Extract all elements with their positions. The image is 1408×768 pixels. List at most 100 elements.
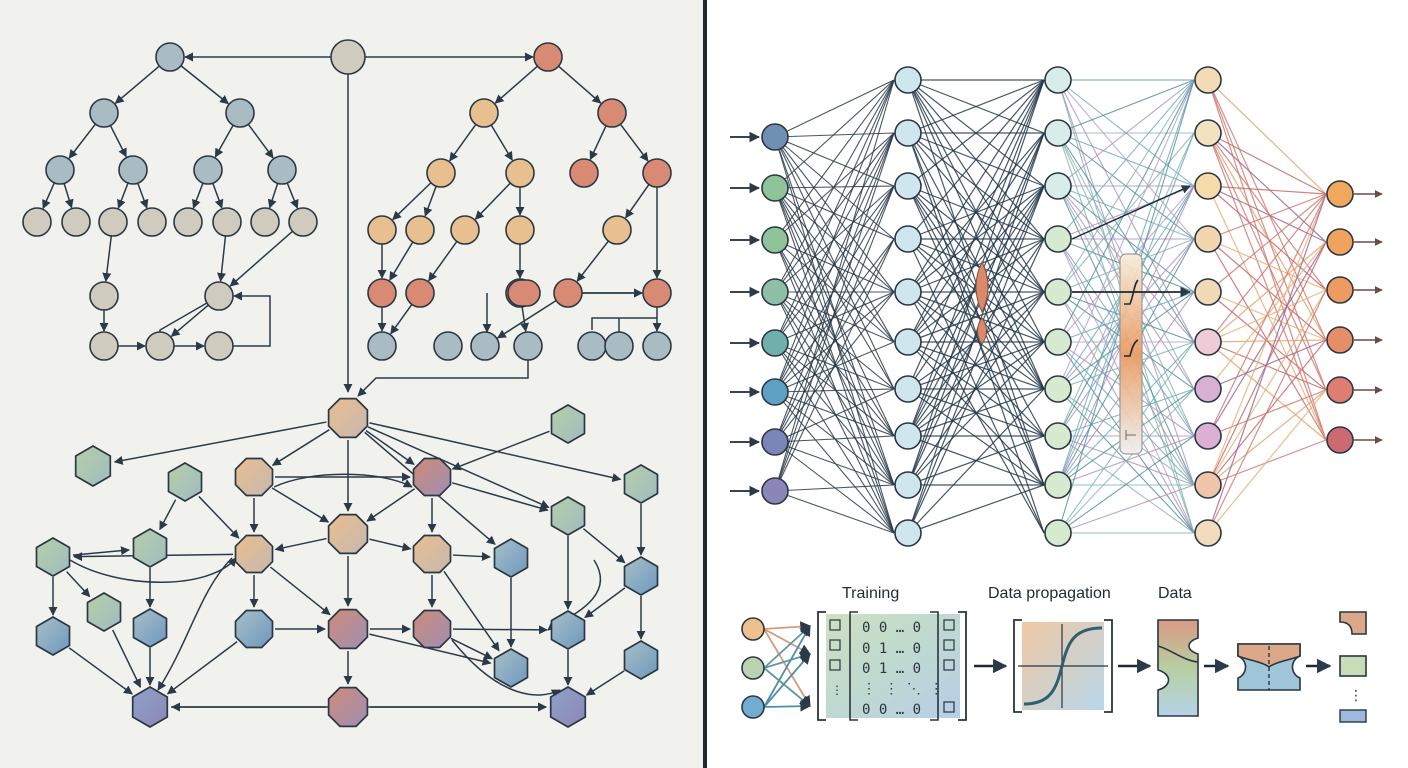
pipeline-strip: Training Data propagation Data ⋮ 0 0 … 0…: [741, 585, 1367, 723]
hidden-neuron-layer-1: [894, 278, 922, 306]
training-matrix: ⋮ 0 0 … 0 0 1 … 0 0 1 … 0 ⋮ ⋮ ⋱ ⋮ 0 0 … …: [817, 611, 967, 721]
nn-edge: [907, 341, 1045, 486]
graph-edge-curved: [69, 557, 237, 583]
graph-edge: [198, 495, 240, 539]
tree-node: [426, 158, 456, 188]
pipeline-input-node-green: [741, 656, 765, 680]
matrix-checkbox: [943, 659, 955, 671]
nn-edge: [774, 291, 895, 344]
nn-edge: [1057, 79, 1195, 293]
input-neuron: [761, 428, 789, 456]
nn-edge: [1207, 79, 1327, 391]
label-data-propagation: Data propagation: [988, 585, 1111, 602]
tree-node: [597, 98, 627, 128]
matrix-left-bracket: [817, 611, 826, 721]
nn-edge: [774, 79, 895, 138]
nn-edge: [1207, 193, 1327, 534]
nn-edge: [1207, 389, 1327, 534]
nn-edge: [907, 79, 1045, 390]
tree-edge: [392, 182, 432, 221]
tree-node: [137, 207, 167, 237]
tree-edge: [558, 65, 602, 104]
output-blocks: ⋮: [1339, 611, 1367, 723]
tree-node: [145, 331, 175, 361]
nn-edge: [907, 291, 1045, 390]
output-neuron: [1326, 376, 1354, 404]
nn-edge: [774, 79, 895, 189]
nn-edge: [1207, 79, 1327, 441]
tree-edge: [474, 182, 511, 220]
nn-edge: [774, 79, 895, 241]
nn-edge: [774, 185, 895, 344]
nn-edge: [1207, 289, 1327, 534]
tree-node: [98, 207, 128, 237]
graph-edge: [112, 629, 142, 689]
nn-edge: [774, 185, 895, 443]
hexagon-node: [132, 608, 168, 648]
tree-edge: [109, 125, 127, 158]
hidden-neuron-layer-1: [894, 328, 922, 356]
tree-node: [513, 331, 543, 361]
nn-edge: [1207, 185, 1327, 243]
tree-node: [89, 331, 119, 361]
hexagon-node: [623, 556, 659, 596]
tree-node: [470, 331, 500, 361]
nn-edge: [774, 185, 895, 492]
nn-edge: [907, 79, 1045, 187]
tree-node: [288, 207, 318, 237]
pipeline-input-edges: [763, 621, 812, 712]
nn-edge: [907, 132, 1045, 343]
graph-edge: [66, 571, 91, 598]
tree-edge: [214, 124, 234, 158]
tree-node: [367, 215, 397, 245]
nn-edge: [907, 291, 1045, 437]
split-connector: [1237, 643, 1301, 691]
graph-edge: [271, 429, 330, 466]
nn-edge: [774, 187, 895, 293]
tree-edge: [389, 241, 414, 281]
matrix-row-4: ⋮ ⋮ ⋱ ⋮: [862, 681, 943, 697]
octagon-node: [234, 609, 274, 649]
nn-edge: [907, 388, 1045, 486]
tree-edge: [625, 184, 650, 219]
tree-edge: [102, 235, 113, 283]
nn-edge: [1207, 132, 1327, 195]
nn-edge: [774, 291, 895, 486]
graph-edge: [274, 537, 327, 553]
nn-edge: [907, 79, 1045, 343]
nn-edge: [774, 136, 895, 534]
graph-edge-curved: [273, 473, 413, 488]
matrix-checkbox: [829, 659, 841, 671]
nn-edge: [1057, 484, 1195, 534]
tree-edge: [619, 123, 649, 162]
nn-edge: [1207, 193, 1327, 293]
hidden-neuron-layer-3: [1194, 422, 1222, 450]
matrix-right-bracket: [958, 611, 967, 721]
nn-edge: [774, 132, 895, 138]
tree-node: [405, 215, 435, 245]
tree-edge: [267, 183, 279, 209]
matrix-inner-bracket: [849, 611, 858, 721]
label-training: Training: [842, 585, 899, 602]
hidden-neuron-layer-3: [1194, 225, 1222, 253]
nn-edge: [907, 79, 1045, 437]
tree-edge-bracket: [591, 317, 657, 332]
tree-edge: [170, 304, 209, 337]
tree-edge: [490, 124, 513, 161]
nn-edge: [907, 132, 1045, 390]
tree-edge: [212, 182, 224, 209]
nn-edge: [774, 79, 895, 393]
tree-node: [642, 278, 672, 308]
hidden-neuron-layer-3: [1194, 375, 1222, 403]
hidden-neuron-layer-2: [1044, 471, 1072, 499]
hidden-neuron-layer-2: [1044, 172, 1072, 200]
nn-edge: [774, 391, 895, 534]
nn-edge: [907, 388, 1045, 534]
tree-node: [204, 281, 234, 311]
tree-edge: [63, 183, 74, 209]
nn-edge: [907, 185, 1045, 534]
nn-edge: [774, 291, 895, 443]
nn-edge: [774, 238, 895, 393]
nn-edge: [1207, 193, 1327, 486]
nn-edge: [774, 136, 895, 293]
